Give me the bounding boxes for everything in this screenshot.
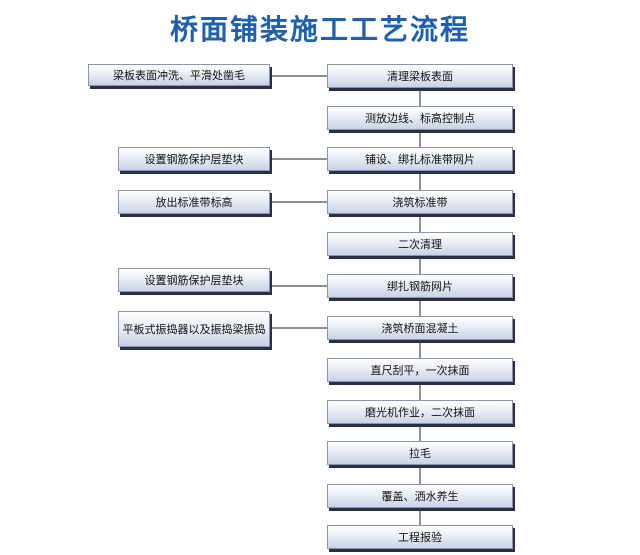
process-step: 直尺刮平，一次抹面	[327, 358, 513, 382]
process-step: 浇筑桥面混凝土	[327, 316, 513, 340]
process-step: 磨光机作业，二次抹面	[327, 400, 513, 424]
side-step: 放出标准带标高	[118, 190, 270, 214]
side-step: 平板式振捣器以及振捣梁振捣	[118, 311, 270, 347]
process-step: 测放边线、标高控制点	[327, 106, 513, 130]
process-step: 工程报验	[327, 525, 513, 549]
process-step: 铺设、绑扎标准带网片	[327, 147, 513, 171]
process-step: 二次清理	[327, 232, 513, 256]
side-step: 设置钢筋保护层垫块	[118, 268, 270, 292]
process-step: 绑扎钢筋网片	[327, 274, 513, 298]
page-title: 桥面铺装施工工艺流程	[169, 13, 470, 46]
process-step: 清理梁板表面	[327, 64, 513, 88]
side-step: 梁板表面冲洗、平滑处凿毛	[88, 64, 270, 86]
process-step: 浇筑标准带	[327, 190, 513, 214]
side-step: 设置钢筋保护层垫块	[118, 147, 270, 171]
process-step: 覆盖、洒水养生	[327, 484, 513, 508]
process-step: 拉毛	[327, 441, 513, 465]
